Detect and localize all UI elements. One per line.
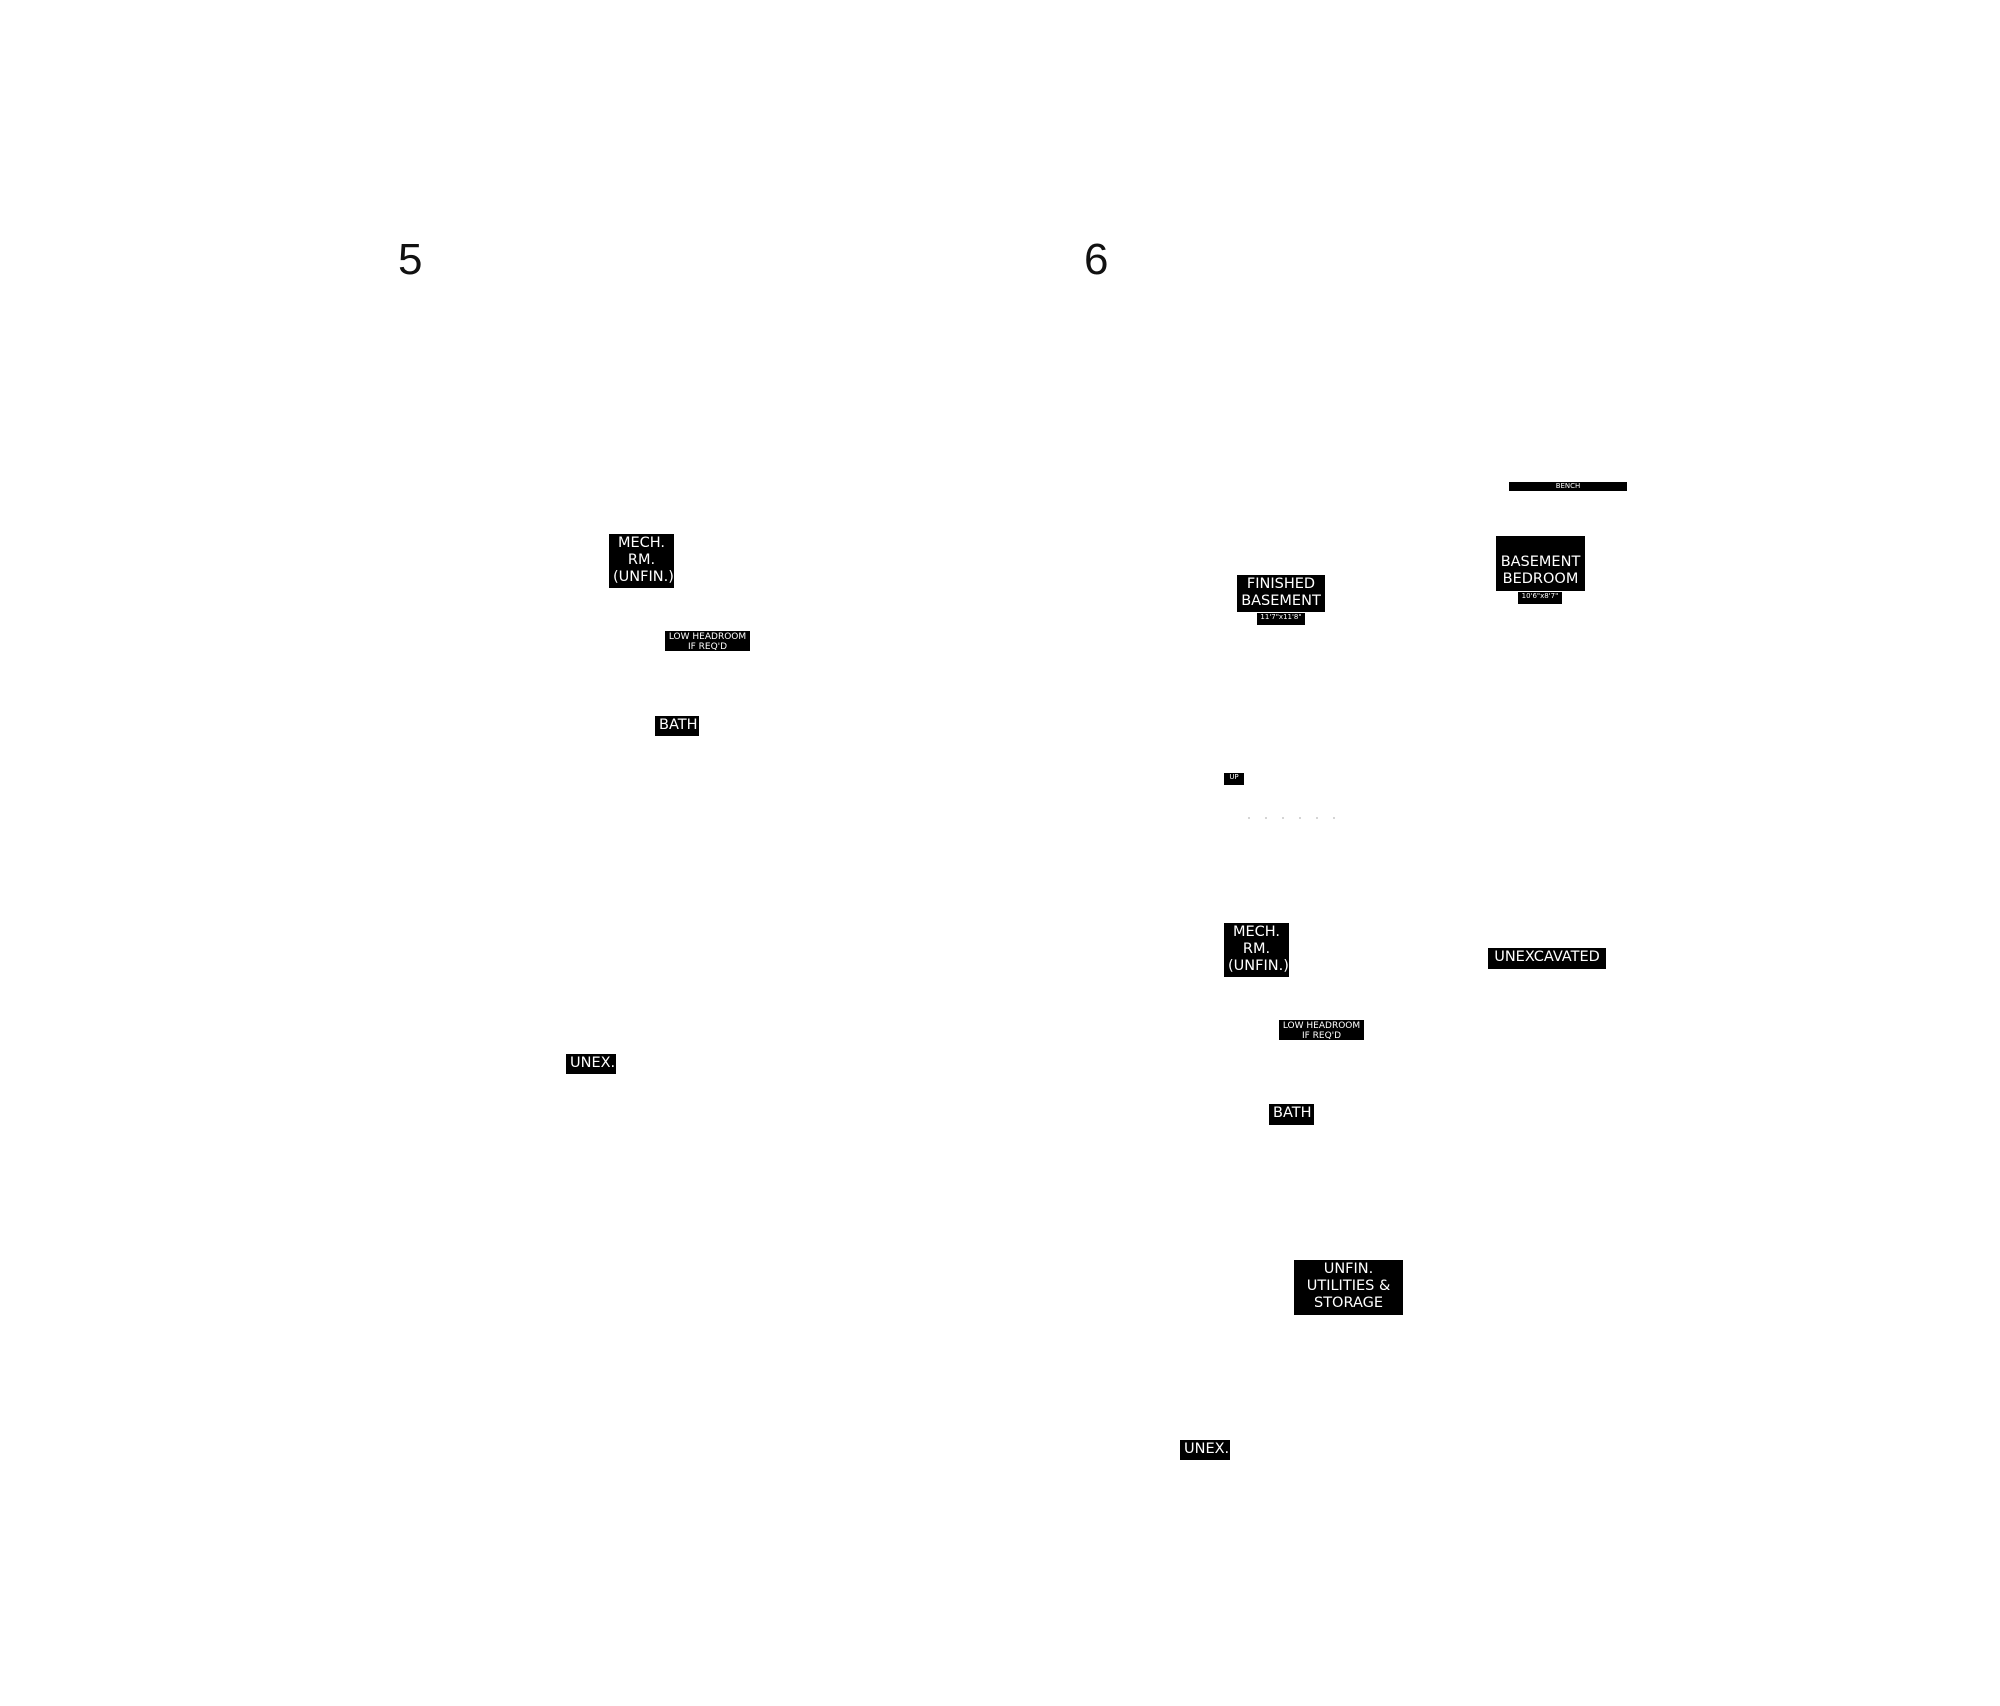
p5-unex-label: UNEX. <box>566 1054 616 1074</box>
p5-low-headroom-label: LOW HEADROOM IF REQ'D <box>665 631 750 651</box>
p6-low-headroom-label: LOW HEADROOM IF REQ'D <box>1279 1020 1364 1040</box>
p6-basement-bedroom-dimensions: 10'6"x8'7" <box>1518 592 1562 604</box>
p6-finished-basement-label: FINISHED BASEMENT <box>1237 575 1325 612</box>
p6-stairs-up-label: UP <box>1224 773 1244 785</box>
stair-tread-mark <box>1333 817 1335 819</box>
p6-mech-room-label: MECH. RM. (UNFIN.) <box>1224 923 1289 977</box>
stair-tread-mark <box>1282 817 1284 819</box>
stair-tread-mark <box>1248 817 1250 819</box>
stair-tread-mark <box>1316 817 1318 819</box>
p6-unex-label: UNEX. <box>1180 1440 1230 1460</box>
stair-tread-mark <box>1265 817 1267 819</box>
p5-bath-label: BATH <box>655 716 699 736</box>
stair-tread-mark <box>1299 817 1301 819</box>
p6-stair-treads <box>1248 817 1335 819</box>
p6-unfin-utilities-storage-label: UNFIN. UTILITIES & STORAGE <box>1294 1260 1403 1315</box>
panel-number-6: 6 <box>1084 235 1109 284</box>
p6-bench-label: BENCH <box>1509 482 1627 491</box>
panel-number-5: 5 <box>398 235 423 284</box>
p6-unexcavated-label: UNEXCAVATED <box>1488 948 1606 969</box>
p5-mech-room-label: MECH. RM. (UNFIN.) <box>609 534 674 588</box>
p6-bath-label: BATH <box>1269 1104 1314 1125</box>
p6-finished-basement-dimensions: 11'7"x11'8" <box>1257 613 1305 625</box>
p6-basement-bedroom-label: BASEMENT BEDROOM <box>1496 536 1585 591</box>
